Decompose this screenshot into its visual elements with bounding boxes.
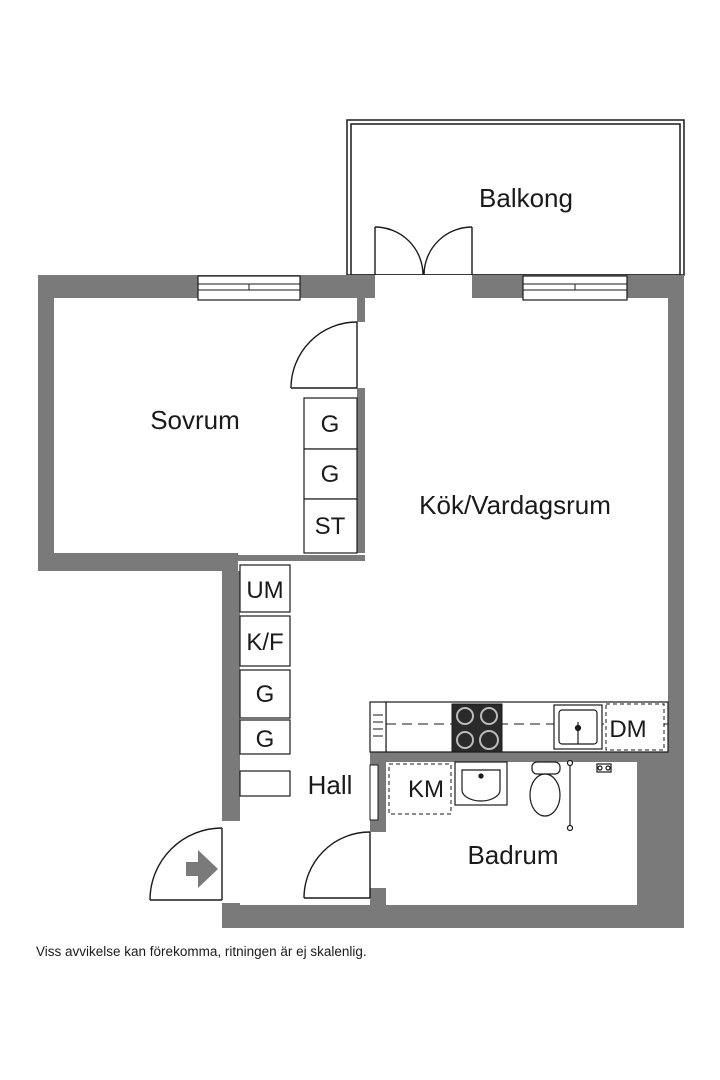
sovrum-door: [290, 321, 365, 389]
room-label-sovrum: Sovrum: [150, 405, 240, 435]
entrance-door: [149, 827, 223, 901]
washing-machine: [388, 763, 452, 815]
closet-label-sovrum-2: G: [321, 461, 340, 488]
window-living: [522, 275, 628, 301]
bathroom-door: [303, 831, 386, 899]
dishwasher-label: DM: [609, 716, 646, 743]
window-sovrum: [197, 275, 301, 301]
partition-wall: [357, 388, 365, 555]
room-label-balkong: Balkong: [479, 183, 573, 213]
kitchen-sink-icon: [553, 704, 603, 750]
room-label-kok-vardagsrum: Kök/Vardagsrum: [419, 490, 611, 520]
closet-label-hall-4: G: [256, 726, 275, 753]
closet-label-hall-2: K/F: [246, 629, 283, 656]
room-label-badrum: Badrum: [467, 840, 558, 870]
washing-machine-label: KM: [408, 776, 444, 803]
shower-icon: [566, 759, 612, 832]
closet-label-hall-3: G: [256, 681, 275, 708]
toilet-icon: [529, 761, 561, 817]
hall-closets: [239, 564, 291, 797]
disclaimer-text: Viss avvikelse kan förekomma, ritningen …: [36, 944, 367, 959]
room-label-hall: Hall: [308, 770, 353, 800]
dishwasher: [605, 703, 665, 751]
closet-label-sovrum-3: ST: [315, 513, 346, 540]
entrance-arrow-icon: [186, 850, 218, 888]
closet-label-sovrum-1: G: [321, 411, 340, 438]
sovrum-closets: [303, 397, 358, 554]
closet-label-hall-1: UM: [246, 577, 283, 604]
stove-icon: [451, 703, 503, 753]
balcony-door: [374, 226, 473, 298]
bathroom-sink-icon: [454, 761, 508, 806]
